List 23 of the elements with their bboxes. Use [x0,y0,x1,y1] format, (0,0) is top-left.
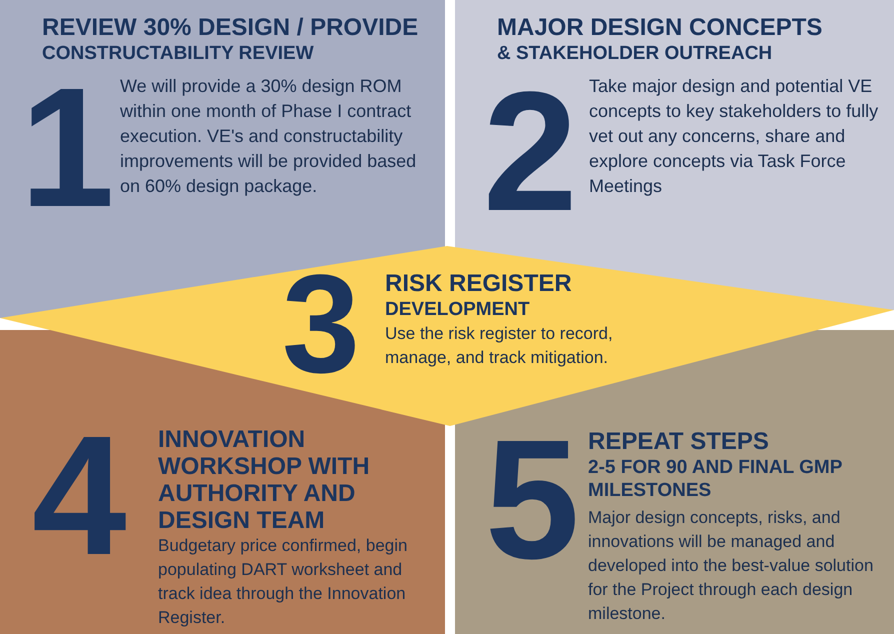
step-panel [0,0,445,246]
step-number: 4 [32,428,127,564]
step-panel [455,426,894,634]
step-description: Take major design and potential VE concepts to key stakeholders to fully vet out any concerns, share and explore concepts via Task Force Meetings [589,75,880,198]
step-heading: INNOVATION WORKSHOP WITH AUTHORITY AND DESIGN TEAM [158,426,371,534]
step-heading: REVIEW 30% DESIGN / PROVIDE [42,14,418,42]
step-panel [0,426,445,634]
step-description: Use the risk register to record, manage, and track mitigation. [385,323,614,369]
step-subheading: CONSTRUCTABILITY REVIEW [42,42,314,65]
step-panel [455,0,894,246]
step-description: Major design concepts, risks, and innovations will be managed and developed into the best-value solution for the Project through each design milestone. [588,507,874,625]
step-subheading: & STAKEHOLDER OUTREACH [497,42,772,65]
step-description: Budgetary price confirmed, begin populating DART worksheet and track idea through the Innovation Register. [158,535,408,629]
step-number: 1 [20,80,115,216]
step-heading: REPEAT STEPS [588,428,769,455]
step-subheading: 2-5 FOR 90 AND FINAL GMP MILESTONES [588,456,844,502]
step-subheading: DEVELOPMENT [385,298,530,321]
step-number: 3 [282,268,360,380]
step-description: We will provide a 30% design ROM within one month of Phase I contract execution. VE's and constructability improvements will be provided based on 60% design package. [120,75,418,198]
step-number: 5 [485,432,580,568]
step-number: 2 [483,84,578,220]
step-heading: MAJOR DESIGN CONCEPTS [497,14,822,42]
step-heading: RISK REGISTER [385,270,572,297]
